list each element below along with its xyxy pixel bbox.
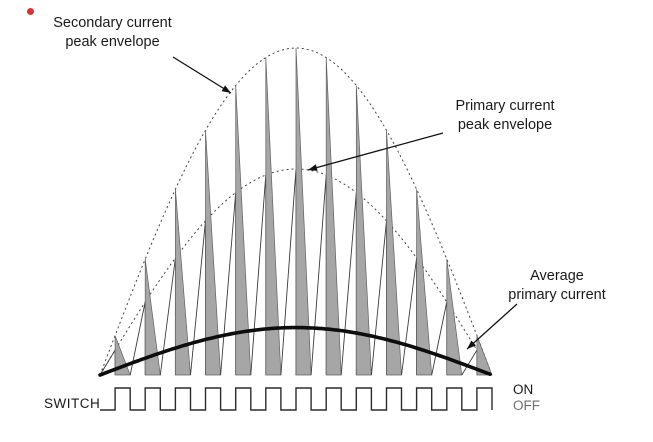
secondary-envelope-label-line1: Secondary current — [53, 15, 172, 31]
secondary-current-pulse — [325, 57, 342, 376]
primary-current-pulse — [401, 257, 418, 376]
average-current-label-line1: Average — [530, 268, 584, 284]
primary-envelope-label-line2: peak envelope — [457, 117, 553, 133]
switch-label: SWITCH — [44, 396, 101, 411]
primary-current-pulse — [340, 192, 357, 376]
primary-current-pulse — [280, 168, 297, 376]
secondary-envelope-curve — [99, 47, 491, 376]
average-primary-current-curve — [98, 325, 492, 377]
primary-current-pulse — [159, 257, 176, 376]
switch-state-on-label: ON — [513, 382, 534, 397]
secondary-envelope-arrow-head — [221, 85, 231, 93]
secondary-current-pulse — [205, 130, 221, 376]
current-pulse-triangles — [99, 47, 493, 376]
secondary-current-pulse — [235, 85, 252, 376]
primary-envelope-label: Primary current peak envelope — [420, 97, 590, 135]
secondary-envelope-label-line2: peak envelope — [65, 34, 160, 50]
secondary-envelope-arrow — [172, 56, 232, 94]
annotation-arrows — [172, 56, 518, 350]
red-dot-marker — [27, 8, 34, 15]
primary-envelope-arrow — [307, 132, 444, 171]
secondary-current-pulse — [265, 57, 282, 376]
switch-waveform-path — [100, 387, 493, 411]
primary-envelope-curve — [99, 168, 491, 376]
secondary-envelope-label: Secondary current peak envelope — [25, 14, 200, 52]
secondary-current-pulse — [446, 258, 463, 376]
primary-envelope-arrow-head — [308, 164, 318, 171]
primary-current-pulse — [310, 174, 327, 376]
secondary-current-pulse — [355, 85, 372, 376]
primary-envelope-label-line1: Primary current — [455, 98, 555, 114]
envelope-curves — [99, 47, 491, 376]
switch-square-wave — [100, 387, 493, 411]
average-current-arrow-head — [467, 340, 476, 349]
average-current-label-line2: primary current — [508, 287, 606, 303]
primary-current-pulse — [370, 220, 387, 376]
primary-current-pulse — [220, 192, 237, 376]
secondary-current-pulse — [295, 47, 312, 376]
average-current-label: Average primary current — [472, 267, 642, 305]
secondary-current-pulse — [476, 335, 493, 376]
secondary-current-pulse — [386, 130, 402, 376]
primary-current-pulse — [250, 174, 267, 376]
average-current-curve — [98, 325, 492, 377]
primary-current-pulse — [431, 301, 448, 376]
secondary-current-pulse — [175, 189, 191, 376]
switch-state-off-label: OFF — [513, 398, 540, 413]
secondary-current-pulse — [416, 189, 433, 376]
average-current-arrow — [466, 303, 518, 350]
secondary-current-pulse — [114, 335, 131, 376]
secondary-current-pulse — [144, 258, 161, 376]
primary-current-pulse — [190, 220, 206, 376]
